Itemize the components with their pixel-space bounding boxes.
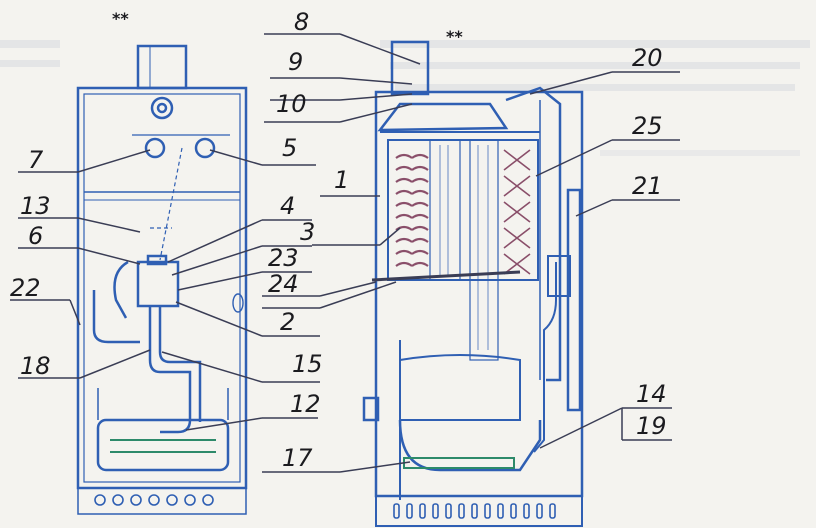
callout-14: 14 <box>636 380 667 408</box>
flue-marker-left: ** <box>112 9 129 28</box>
callout-15: 15 <box>292 350 323 378</box>
callout-7: 7 <box>28 146 44 174</box>
flue-marker-right: ** <box>446 27 463 46</box>
callout-19: 19 <box>636 412 667 440</box>
thermostat-tube <box>533 255 571 453</box>
callout-1: 1 <box>334 166 349 194</box>
callout-2: 2 <box>280 308 295 336</box>
callout-21: 21 <box>632 172 663 200</box>
callout-25: 25 <box>632 112 663 140</box>
section-grille-holes <box>393 503 556 519</box>
leader-lines <box>10 33 680 473</box>
heat-exchanger-fins <box>439 145 489 350</box>
heat-exchanger-coils <box>395 149 531 275</box>
callout-20: 20 <box>632 44 663 72</box>
side-knob <box>232 293 244 313</box>
callout-23: 23 <box>268 244 299 272</box>
callout-9: 9 <box>288 48 303 76</box>
callout-18: 18 <box>20 352 51 380</box>
boiler-front-view <box>76 44 248 515</box>
separator-plate <box>371 270 521 282</box>
callout-labels: ** ** 8 9 10 5 1 4 3 23 24 2 15 12 17 7 … <box>10 8 667 472</box>
callout-3: 3 <box>300 218 315 246</box>
front-feet-row <box>94 494 214 506</box>
callout-6: 6 <box>28 222 43 250</box>
callout-13: 13 <box>20 192 51 220</box>
callout-5: 5 <box>282 134 297 162</box>
callout-4: 4 <box>280 192 295 220</box>
callout-12: 12 <box>290 390 321 418</box>
callout-17: 17 <box>282 444 313 472</box>
callout-10: 10 <box>276 90 307 118</box>
background-bleed <box>0 40 810 156</box>
boiler-section-view <box>362 40 584 527</box>
callout-24: 24 <box>268 270 299 298</box>
callout-8: 8 <box>294 8 309 36</box>
callout-22: 22 <box>10 274 41 302</box>
